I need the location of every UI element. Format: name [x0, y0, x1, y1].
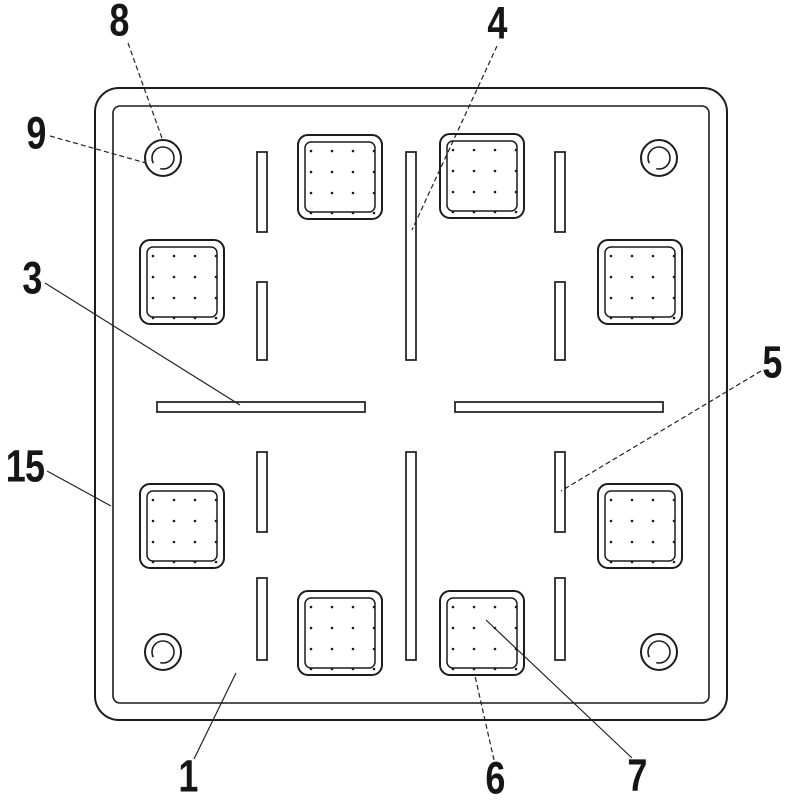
leader-line-5: [560, 370, 762, 492]
label-7: 7: [627, 749, 647, 801]
leader-line-8: [127, 42, 164, 142]
leader-line-9: [49, 135, 147, 164]
slot-right-col-4: [554, 577, 566, 661]
label-5: 5: [762, 336, 782, 388]
slot-right-col-2: [554, 281, 566, 361]
slot-left-col-2: [256, 281, 268, 361]
slot-center-top: [405, 151, 417, 361]
slot-left-col-1: [256, 151, 268, 233]
label-1: 1: [178, 750, 198, 802]
label-15: 15: [5, 440, 45, 492]
pad-top-center-left: [298, 135, 382, 219]
pad-bottom-center-left: [298, 591, 382, 675]
slot-right-col-3: [554, 451, 566, 533]
slot-center-bottom: [405, 451, 417, 661]
slot-horizontal-left: [156, 401, 366, 413]
label-3: 3: [22, 252, 42, 304]
pad-left-top: [140, 240, 224, 324]
pad-top-center-right: [440, 134, 524, 218]
label-9: 9: [26, 107, 46, 159]
slot-right-col-1: [554, 151, 566, 233]
leader-line-4: [411, 45, 498, 231]
leader-line-1: [193, 672, 237, 760]
plate-inner-outline: [112, 105, 710, 704]
slot-left-col-3: [256, 451, 268, 533]
corner-hole-top-left: [144, 139, 182, 177]
pad-bottom-center-right: [440, 591, 524, 675]
leader-line-15: [46, 470, 112, 507]
slot-horizontal-right: [454, 401, 664, 413]
slot-left-col-4: [256, 577, 268, 661]
corner-hole-bottom-right: [640, 633, 678, 671]
label-8: 8: [109, 0, 129, 46]
pad-right-top: [598, 240, 682, 324]
label-4: 4: [487, 0, 507, 49]
corner-hole-top-right: [640, 139, 678, 177]
corner-hole-bottom-left: [144, 633, 182, 671]
leader-line-6: [474, 675, 495, 761]
pad-right-bottom: [598, 484, 682, 568]
leader-line-3: [44, 282, 241, 406]
pad-left-bottom: [140, 484, 224, 568]
leader-line-7: [485, 619, 633, 759]
label-6: 6: [485, 752, 505, 804]
